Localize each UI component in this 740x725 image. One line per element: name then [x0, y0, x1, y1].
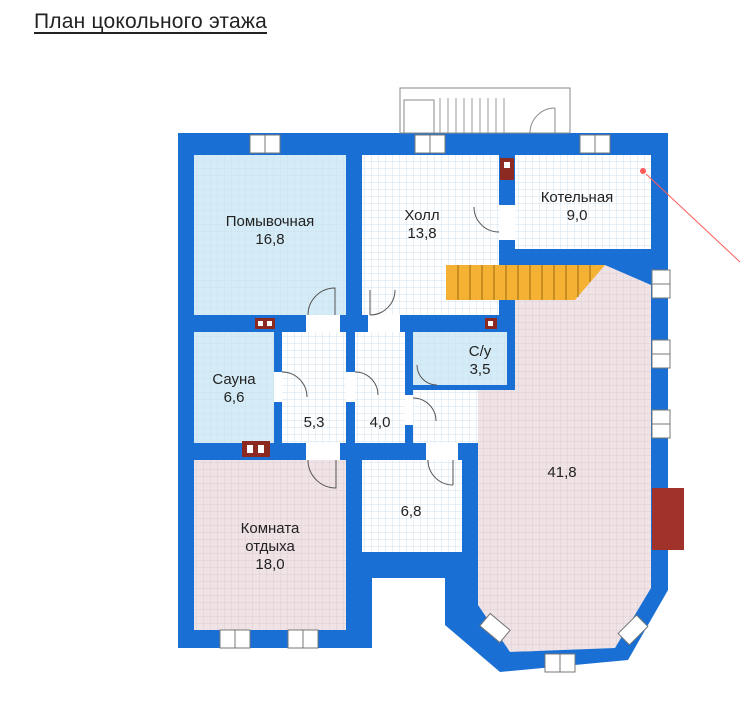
windows — [219, 134, 671, 673]
label-wc-name: С/у — [469, 343, 492, 360]
label-lounge-area: 18,0 — [255, 556, 284, 573]
page-title: План цокольного этажа — [34, 10, 267, 33]
pointer-dot — [640, 168, 646, 174]
stairs — [446, 265, 605, 300]
label-washroom-area: 16,8 — [255, 231, 284, 248]
label-wc-area: 3,5 — [470, 361, 491, 378]
label-storage-area: 6,8 — [401, 503, 422, 520]
label-lounge-name-2: отдыха — [245, 538, 295, 555]
label-lounge-name-1: Комната — [241, 520, 300, 537]
doors — [274, 205, 515, 489]
entry-steps — [399, 87, 571, 134]
label-corridor-area: 5,3 — [304, 414, 325, 431]
chimney — [652, 488, 684, 550]
label-boiler-name: Котельная — [541, 189, 614, 206]
label-hall-name: Холл — [404, 207, 439, 224]
pointer-line — [645, 173, 740, 263]
vents — [242, 158, 514, 457]
label-boiler-area: 9,0 — [567, 207, 588, 224]
label-hall-area: 13,8 — [407, 225, 436, 242]
label-big-area: 41,8 — [547, 464, 576, 481]
label-sauna-area: 6,6 — [224, 389, 245, 406]
label-washroom-name: Помывочная — [226, 213, 315, 230]
label-sauna-name: Сауна — [212, 371, 256, 388]
label-small-area: 4,0 — [370, 414, 391, 431]
